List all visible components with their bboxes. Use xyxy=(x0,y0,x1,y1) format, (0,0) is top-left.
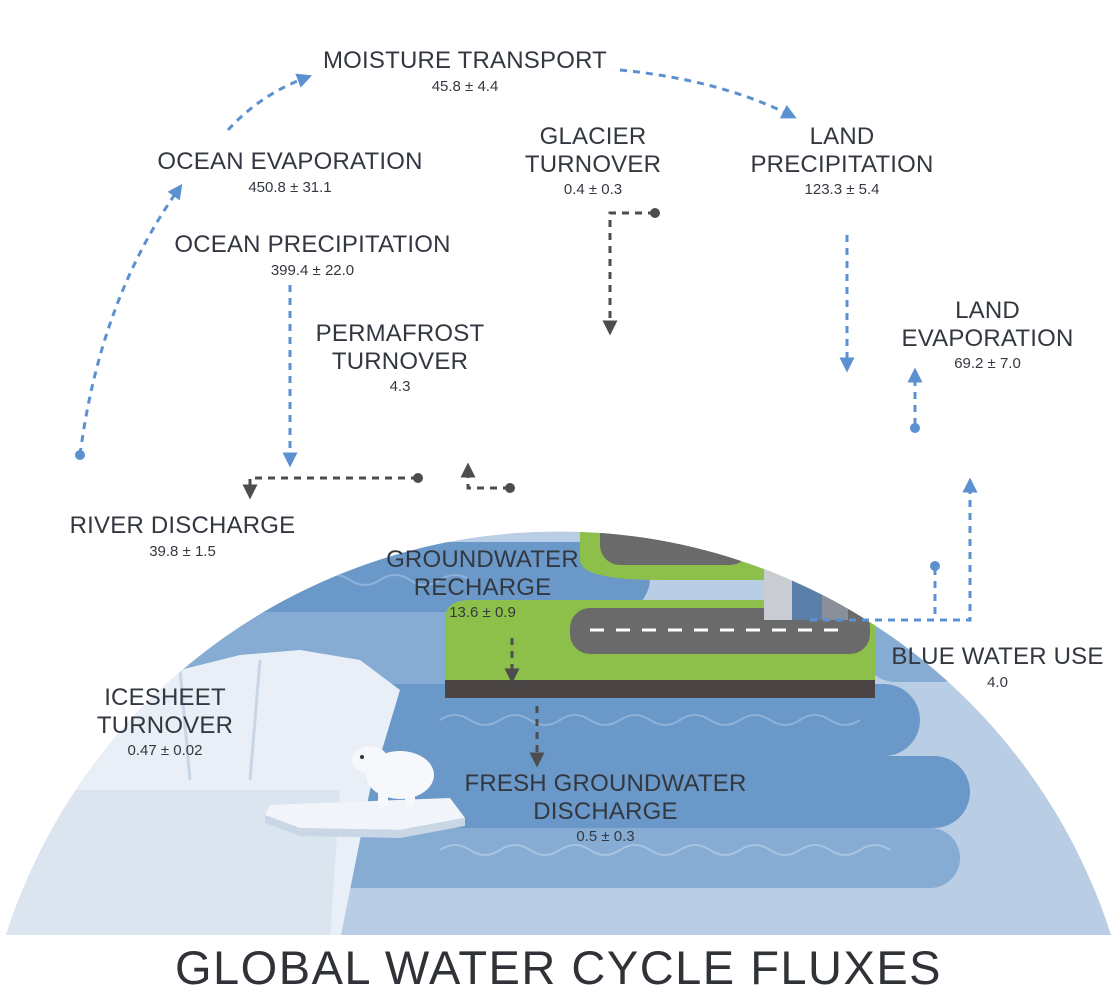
groundwater-recharge-name-1: GROUNDWATER xyxy=(386,546,579,573)
icesheet-turnover-name-2: TURNOVER xyxy=(96,711,234,739)
permafrost-turnover-name-1: PERMAFROST xyxy=(315,320,485,347)
land-evaporation-name-1: LAND xyxy=(955,297,1020,324)
svg-text:❄: ❄ xyxy=(800,226,817,250)
river-discharge-value: 39.8 ± 1.5 xyxy=(149,542,216,560)
blue-water-use-arrow xyxy=(810,477,978,622)
moisture-transport-label: MOISTURE TRANSPORT 45.8 ± 4.4 xyxy=(315,47,615,95)
svg-text:❄: ❄ xyxy=(765,296,782,320)
factory-icon xyxy=(608,441,733,512)
glacier-turnover-label: GLACIER TURNOVER 0.4 ± 0.3 xyxy=(508,123,678,198)
land-precipitation-label: LAND PRECIPITATION 123.3 ± 5.4 xyxy=(742,123,942,198)
ocean-evaporation-arrow xyxy=(78,183,183,456)
city-buildings-icon xyxy=(764,531,848,620)
page-title: GLOBAL WATER CYCLE FLUXES xyxy=(174,941,943,994)
ocean-precipitation-name: OCEAN PRECIPITATION xyxy=(174,231,451,258)
glacier-turnover-name-1: GLACIER xyxy=(539,123,647,150)
permafrost-arrow xyxy=(460,462,510,490)
glacier-turnover-name-2: TURNOVER xyxy=(524,150,662,178)
svg-text:❄: ❄ xyxy=(780,246,797,270)
moisture-transport-name: MOISTURE TRANSPORT xyxy=(322,47,608,74)
permafrost-turnover-value: 4.3 xyxy=(389,378,411,396)
svg-text:❄: ❄ xyxy=(812,286,829,310)
flux-arrows xyxy=(75,68,978,768)
ocean-evaporation-value: 450.8 ± 31.1 xyxy=(248,178,332,196)
ocean-evaporation-label: OCEAN EVAPORATION 450.8 ± 31.1 xyxy=(140,148,440,196)
land-evaporation-label: LAND EVAPORATION 69.2 ± 7.0 xyxy=(890,297,1085,372)
groundwater-recharge-name-2: RECHARGE xyxy=(413,573,552,601)
land-evaporation-name-2: EVAPORATION xyxy=(901,324,1074,352)
blue-water-use-name: BLUE WATER USE xyxy=(891,643,1104,670)
fresh-groundwater-discharge-name-1: FRESH GROUNDWATER xyxy=(464,770,747,797)
svg-text:❄: ❄ xyxy=(788,273,805,297)
groundwater-recharge-value: 13.6 ± 0.9 xyxy=(449,604,516,622)
ocean-precipitation-value: 399.4 ± 22.0 xyxy=(270,261,355,279)
land-precipitation-name-1: LAND xyxy=(809,123,875,150)
polar-bear-icon xyxy=(352,746,434,807)
tractor-icon xyxy=(823,531,889,534)
glacier-turnover-value: 0.4 ± 0.3 xyxy=(563,181,623,199)
icesheet-turnover-name-1: ICESHEET xyxy=(104,684,226,711)
land-evaporation-value: 69.2 ± 7.0 xyxy=(954,355,1021,373)
river-discharge-label: RIVER DISCHARGE 39.8 ± 1.5 xyxy=(60,512,305,560)
blue-water-use-label: BLUE WATER USE 4.0 xyxy=(885,643,1110,691)
land-precipitation-name-2: PRECIPITATION xyxy=(750,150,934,178)
fresh-groundwater-discharge-name-2: DISCHARGE xyxy=(533,797,678,825)
glacier-arrow xyxy=(602,211,655,336)
icesheet-turnover-label: ICESHEET TURNOVER 0.47 ± 0.02 xyxy=(75,684,255,759)
moisture-arrow-left xyxy=(226,73,313,132)
river-discharge-arrow xyxy=(242,476,418,500)
moisture-arrow-right xyxy=(619,68,797,119)
permafrost-turnover-label: PERMAFROST TURNOVER 4.3 xyxy=(305,320,495,395)
fresh-groundwater-discharge-value: 0.5 ± 0.3 xyxy=(576,828,635,846)
icesheet-turnover-value: 0.47 ± 0.02 xyxy=(127,742,203,760)
mountains xyxy=(480,185,850,410)
ocean-evaporation-name: OCEAN EVAPORATION xyxy=(157,148,423,175)
moisture-transport-value: 45.8 ± 4.4 xyxy=(431,77,499,95)
fresh-groundwater-discharge-label: FRESH GROUNDWATER DISCHARGE 0.5 ± 0.3 xyxy=(458,770,753,845)
snowflake-icon: ❄❄❄ ❄❄❄ xyxy=(765,226,829,320)
svg-text:❄: ❄ xyxy=(810,256,827,280)
ocean-precipitation-label: OCEAN PRECIPITATION 399.4 ± 22.0 xyxy=(160,231,465,279)
blue-water-use-value: 4.0 xyxy=(987,673,1008,691)
permafrost-turnover-name-2: TURNOVER xyxy=(331,347,469,375)
groundwater-recharge-label: GROUNDWATER RECHARGE 13.6 ± 0.9 xyxy=(380,546,585,621)
river-discharge-name: RIVER DISCHARGE xyxy=(69,512,296,539)
land-precipitation-value: 123.3 ± 5.4 xyxy=(804,181,880,199)
